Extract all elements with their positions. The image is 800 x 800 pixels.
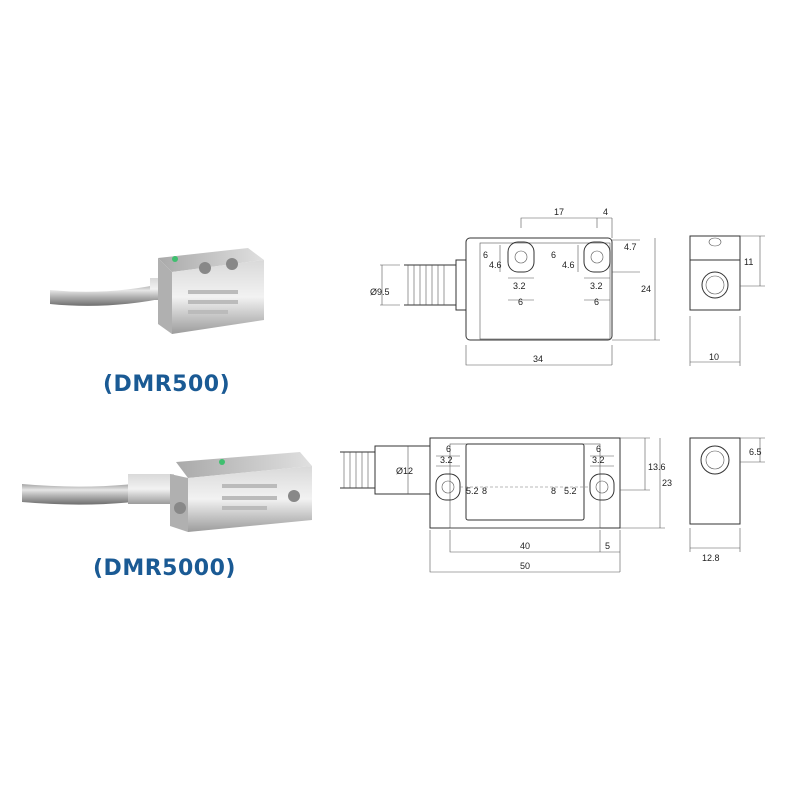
- dim-4: 4: [603, 207, 608, 217]
- dim-4-6-right: 4.6: [562, 260, 575, 270]
- dim-6-5: 6.5: [749, 447, 762, 457]
- dim-17: 17: [554, 207, 564, 217]
- dim-10: 10: [709, 352, 719, 362]
- dmr5000-front-view: 6 3.2 6 3.2 13.6 23 5.2 8 8 5.2 40 5 50 …: [340, 437, 672, 573]
- dim-34: 34: [533, 354, 543, 364]
- model-caption-dmr5000: (DMR5000): [93, 556, 236, 581]
- dim-24: 24: [641, 284, 651, 294]
- dmr5000-photo: [22, 452, 312, 532]
- dmr500-front-view: 17 4 6 4.6 6 4.6 4.7 3.2 6 3.2 6 24 34 Ø…: [370, 207, 660, 366]
- dim-dia-12: Ø12: [396, 466, 413, 476]
- dmr5000-slot-left: [435, 473, 461, 501]
- dim-5: 5: [605, 541, 610, 551]
- dim-4-7: 4.7: [624, 242, 637, 252]
- dim-6-left: 6: [446, 444, 451, 454]
- dim-8-right: 8: [551, 486, 556, 496]
- dmr5000-side-view: 6.5 12.8: [689, 437, 765, 563]
- dim-6-left: 6: [483, 250, 488, 260]
- dmr500-slot-right: [583, 241, 611, 273]
- dim-6-right: 6: [551, 250, 556, 260]
- dim-3-2-right: 3.2: [590, 281, 603, 291]
- dim-5-2-right: 5.2: [564, 486, 577, 496]
- dmr500-side-view: 11 10: [689, 235, 765, 366]
- dmr5000-label-area: [465, 443, 585, 521]
- dim-4-6-left: 4.6: [489, 260, 502, 270]
- dmr5000-slot-right: [589, 473, 615, 501]
- dim-23: 23: [662, 478, 672, 488]
- dim-8-left: 8: [482, 486, 487, 496]
- dim-13-6: 13.6: [648, 462, 666, 472]
- dim-40: 40: [520, 541, 530, 551]
- dmr500-slot-left: [507, 241, 535, 273]
- dim-dia-9-5: Ø9.5: [370, 287, 390, 297]
- dmr500-photo: [50, 248, 264, 334]
- dim-50: 50: [520, 561, 530, 571]
- dim-3-2-right: 3.2: [592, 455, 605, 465]
- dim-6-lower-right: 6: [594, 297, 599, 307]
- dim-12-8: 12.8: [702, 553, 720, 563]
- dim-3-2-left: 3.2: [440, 455, 453, 465]
- dim-6-lower-left: 6: [518, 297, 523, 307]
- dim-11: 11: [744, 257, 753, 267]
- dim-3-2-left: 3.2: [513, 281, 526, 291]
- model-caption-dmr500: (DMR500): [103, 372, 231, 397]
- dim-5-2-left: 5.2: [466, 486, 479, 496]
- dim-6-right: 6: [596, 444, 601, 454]
